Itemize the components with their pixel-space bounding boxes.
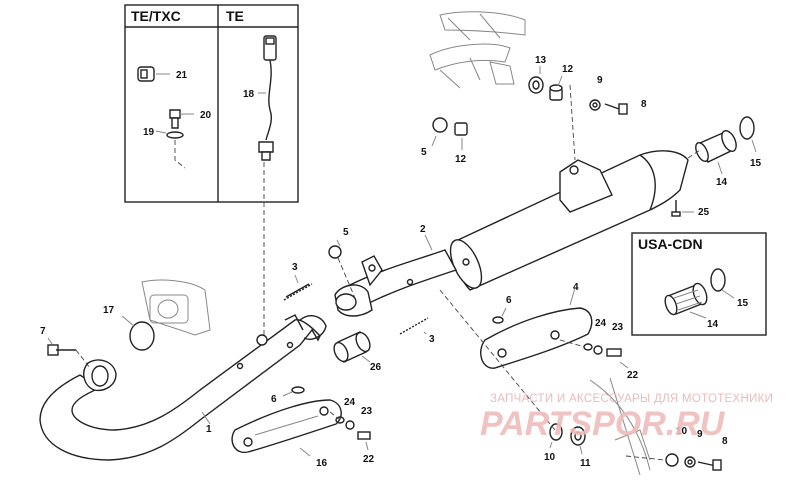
- watermark-tagline: ЗАПЧАСТИ И АКСЕССУАРЫ ДЛЯ МОТОТЕХНИКИ: [490, 393, 773, 405]
- callout-12-upper: 12: [455, 154, 467, 165]
- callout-9-lower: 9: [697, 429, 703, 440]
- part-10-bush-right: [665, 453, 679, 467]
- callout-3-right: 3: [429, 334, 435, 345]
- callout-8-lower: 8: [722, 436, 728, 447]
- callout-11: 11: [580, 458, 591, 469]
- callout-9-top: 9: [597, 75, 603, 86]
- part-5-nut-upper: [432, 117, 448, 133]
- callout-3-left: 3: [292, 262, 298, 273]
- callout-16: 16: [316, 458, 328, 469]
- part-22-bolt-upper: [606, 348, 629, 369]
- part-4-heat-shield: [480, 287, 593, 369]
- callout-22-upper: 22: [627, 370, 639, 381]
- callout-10-right: 10: [676, 426, 688, 437]
- part-13-bush: [528, 76, 544, 94]
- part-24-washer-lower: [335, 416, 345, 424]
- part-6-washer-lower: [282, 386, 305, 397]
- callout-14-usa: 14: [707, 319, 719, 330]
- part-3-spring-left: [283, 274, 313, 301]
- part-17-gasket: [121, 315, 155, 351]
- callout-6-lower: 6: [271, 394, 277, 405]
- callout-24-lower: 24: [344, 397, 356, 408]
- part-20-sensor: [169, 109, 194, 129]
- frame-bottom-right: [589, 377, 651, 476]
- part-7-bolt: [47, 337, 76, 356]
- part-23-washer-lower: [345, 420, 355, 430]
- callout-18: 18: [243, 89, 255, 100]
- part-5-nut-lower: [328, 245, 342, 259]
- callout-2: 2: [420, 224, 426, 235]
- callout-19: 19: [143, 127, 155, 138]
- part-19-washer: [155, 130, 184, 139]
- part-16-heat-shield: [231, 399, 342, 457]
- engine-exhaust-port: [141, 279, 211, 336]
- part-14-end-tip-usa: [664, 282, 708, 319]
- part-18-lambda-sensor: [258, 35, 277, 161]
- part-2-silencer: [334, 150, 689, 317]
- callout-1: 1: [206, 424, 212, 435]
- callout-15-usa: 15: [737, 298, 749, 309]
- part-14-end-tip-top: [695, 130, 737, 175]
- part-25-screw: [671, 200, 694, 217]
- part-21-plug: [137, 66, 170, 82]
- frame-top: [429, 11, 526, 89]
- part-1-header-pipe: [39, 314, 327, 461]
- box-title-te: TE: [226, 8, 244, 24]
- part-3-spring-right: [399, 317, 429, 335]
- callout-17: 17: [103, 305, 115, 316]
- callout-10-left: 10: [544, 452, 556, 463]
- part-8-bolt-lower: [697, 459, 722, 471]
- part-6-washer-upper: [492, 307, 507, 324]
- callout-26: 26: [370, 362, 382, 373]
- callout-23-upper: 23: [612, 322, 624, 333]
- callout-20: 20: [200, 110, 212, 121]
- part-22-bolt-lower: [357, 431, 371, 451]
- part-15-gasket-top: [739, 116, 757, 153]
- part-15-gasket-usa: [710, 268, 735, 299]
- watermark: ЗАПЧАСТИ И АКСЕССУАРЫ ДЛЯ МОТОТЕХНИКИ PA…: [480, 393, 773, 443]
- callout-23-lower: 23: [361, 406, 373, 417]
- callout-8-top: 8: [641, 99, 647, 110]
- callout-25: 25: [698, 207, 710, 218]
- part-9-washer-top: [589, 99, 601, 111]
- callout-15-top: 15: [750, 158, 762, 169]
- inset-box-usa-cdn: USA-CDN: [631, 232, 767, 336]
- callout-12-top: 12: [562, 64, 574, 75]
- part-24-washer-upper: [583, 343, 593, 351]
- callout-13: 13: [535, 55, 547, 66]
- callout-7: 7: [40, 326, 46, 337]
- callout-22-lower: 22: [363, 454, 375, 465]
- callout-14-top: 14: [716, 177, 728, 188]
- callout-5-lower: 5: [343, 227, 349, 238]
- watermark-brand: PARTSPOR.RU: [480, 405, 726, 443]
- inset-box-te: TE/TXC TE: [124, 4, 299, 203]
- part-8-bolt-top: [604, 103, 628, 115]
- part-9-washer-lower: [684, 456, 696, 468]
- part-26-sleeve: [333, 331, 371, 363]
- box-title-te-txc: TE/TXC: [131, 8, 181, 24]
- part-12-spacer-top: [549, 84, 563, 101]
- callout-4: 4: [573, 282, 579, 293]
- part-23-washer-upper: [593, 345, 603, 355]
- box-title-usa-cdn: USA-CDN: [638, 236, 703, 252]
- part-11-spacer: [570, 426, 586, 455]
- part-12-spacer-upper: [454, 122, 468, 136]
- callout-21: 21: [176, 70, 188, 81]
- callout-24-upper: 24: [595, 318, 607, 329]
- callout-5-upper: 5: [421, 147, 427, 158]
- callout-6-upper: 6: [506, 295, 512, 306]
- callout-labels: 21 20 19 18 13 12 9 8 5 12 14 15 25 2 5 …: [40, 55, 762, 469]
